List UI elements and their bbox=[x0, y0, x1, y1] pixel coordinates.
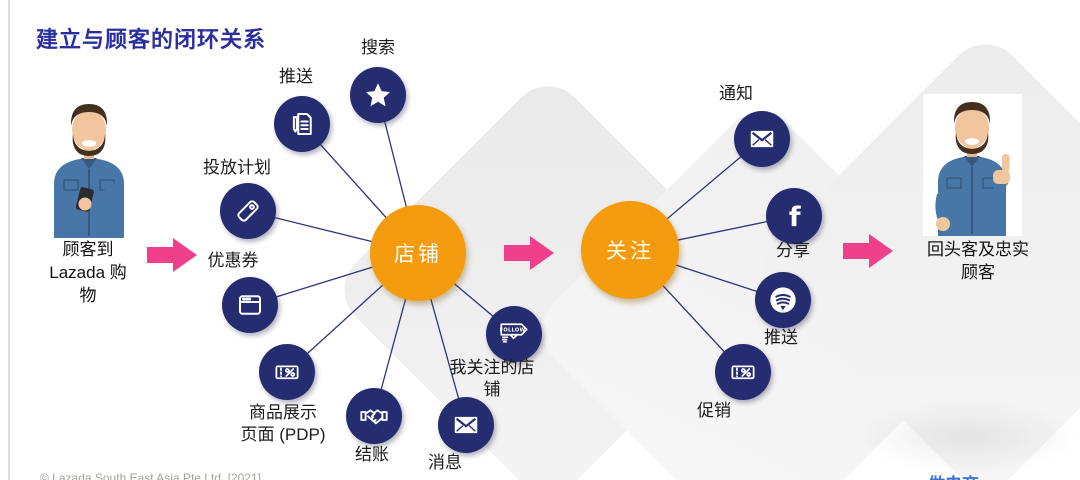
copyright-text: © Lazada South East Asia Pte Ltd. [2021] bbox=[40, 471, 261, 480]
watermark-text: 做电商—— bbox=[928, 470, 1013, 480]
follow-bubble-icon: FOLLOW bbox=[500, 323, 528, 343]
node-label: 推送 bbox=[764, 328, 798, 347]
star-icon bbox=[366, 83, 390, 107]
node-push-store bbox=[274, 96, 330, 152]
node-label: 搜索 bbox=[361, 38, 395, 57]
node-push-follow bbox=[755, 272, 811, 328]
loyal-customer-label: 回头客及忠实 顾客 bbox=[927, 240, 1029, 282]
node-followed-stores: FOLLOW bbox=[486, 306, 542, 362]
hub-store: 店铺 bbox=[370, 205, 466, 301]
customer-label: 顾客到 Lazada 购 物 bbox=[49, 240, 127, 305]
node-label: 结账 bbox=[355, 445, 389, 464]
node-pdp bbox=[259, 344, 315, 400]
hub-follow: 关注 bbox=[581, 201, 679, 299]
slide-left-border bbox=[8, 0, 10, 480]
node-label: 投放计划 bbox=[203, 158, 271, 177]
node-message bbox=[438, 397, 494, 453]
envelope-icon bbox=[454, 416, 478, 434]
node-label: 消息 bbox=[428, 453, 462, 472]
background-smudge bbox=[855, 402, 1080, 472]
envelope-icon bbox=[750, 130, 774, 148]
hub-store-label: 店铺 bbox=[394, 243, 442, 266]
node-coupon bbox=[222, 277, 278, 333]
node-label: 推送 bbox=[279, 67, 313, 86]
node-share: f bbox=[766, 188, 822, 244]
flow-arrow-icon bbox=[147, 238, 197, 272]
man-thumbs-up-icon bbox=[935, 102, 1010, 236]
handshake-icon bbox=[360, 409, 388, 425]
price-tag-icon bbox=[237, 200, 259, 222]
coupon-percent-icon bbox=[275, 365, 299, 380]
node-label: 我关注的店 铺 bbox=[449, 358, 535, 399]
broadcast-icon bbox=[770, 287, 796, 313]
customer-illustration bbox=[34, 96, 139, 238]
svg-text:FOLLOW: FOLLOW bbox=[500, 328, 526, 334]
flow-arrow-icon bbox=[843, 234, 893, 268]
node-label: 通知 bbox=[719, 84, 753, 103]
coupon-percent-icon bbox=[731, 365, 755, 380]
flow-arrow-icon bbox=[504, 236, 554, 270]
node-label: 商品展示 页面 (PDP) bbox=[240, 403, 326, 444]
facebook-icon: f bbox=[789, 202, 801, 233]
loyal-customer-image-box bbox=[923, 94, 1022, 236]
node-label: 优惠券 bbox=[207, 251, 259, 270]
node-promotion bbox=[715, 344, 771, 400]
svg-text:f: f bbox=[789, 202, 801, 233]
node-checkout bbox=[346, 388, 402, 444]
page-title: 建立与顾客的闭环关系 bbox=[36, 27, 267, 52]
document-pen-icon bbox=[292, 113, 312, 135]
node-campaign-plan bbox=[220, 183, 276, 239]
hub-follow-label: 关注 bbox=[606, 240, 654, 263]
node-label: 促销 bbox=[697, 401, 731, 420]
node-notification bbox=[734, 111, 790, 167]
browser-window-icon bbox=[239, 295, 261, 315]
man-with-phone-icon bbox=[54, 104, 124, 238]
node-label: 分享 bbox=[776, 241, 810, 260]
node-search bbox=[350, 67, 406, 123]
